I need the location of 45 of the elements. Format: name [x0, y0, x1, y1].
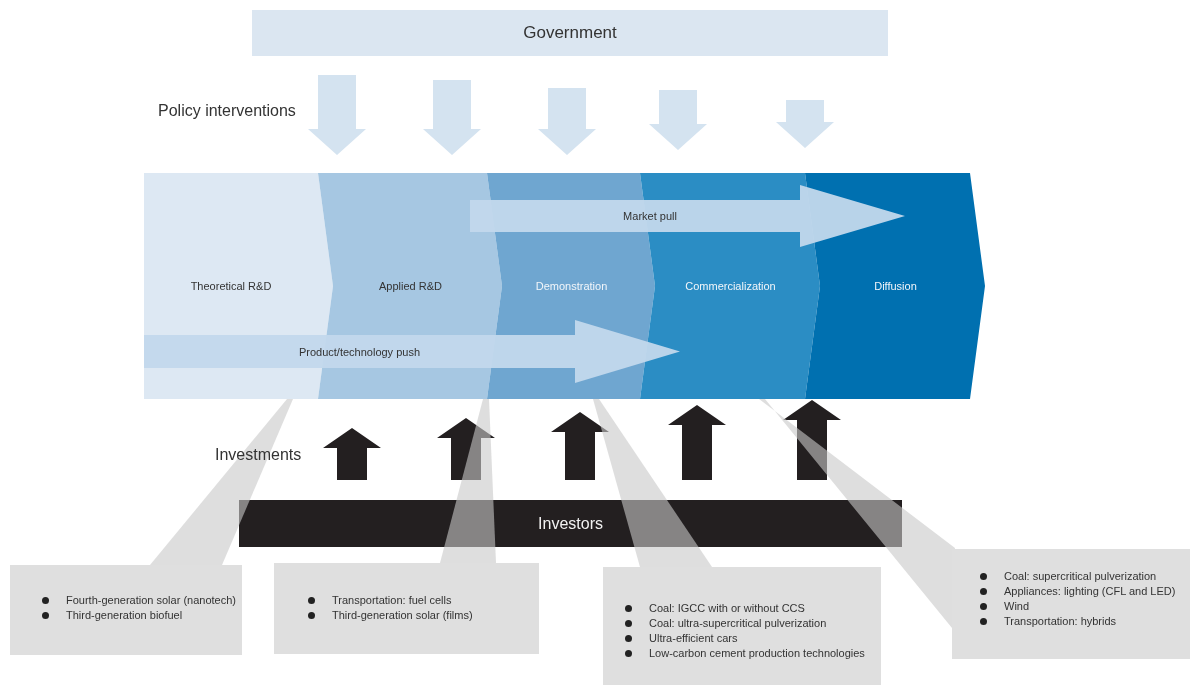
pointed-banner [144, 320, 680, 383]
pointed-banner [470, 185, 905, 247]
bullet-item: Ultra-efficient cars [621, 631, 865, 646]
block-arrow [308, 75, 366, 155]
stage-label: Applied R&D [379, 280, 442, 292]
bullet-item: Coal: ultra-supercritical pulverization [621, 616, 865, 631]
block-arrow [437, 418, 495, 480]
block-arrow [423, 80, 481, 155]
stage-label: Diffusion [874, 280, 917, 292]
block-arrow [783, 400, 841, 480]
banner [252, 10, 888, 56]
callout-box [603, 567, 881, 685]
banner-title: Investors [538, 514, 603, 533]
leader-wedge [440, 399, 496, 563]
bullet-item: Transportation: fuel cells [304, 593, 473, 608]
banner [239, 500, 902, 547]
callout-box [274, 563, 539, 654]
stage-label: Demonstration [535, 280, 608, 292]
bullet-item: Wind [976, 599, 1176, 614]
bullet-item: Coal: supercritical pulverization [976, 569, 1176, 584]
bullet-item: Third-generation biofuel [38, 608, 236, 623]
bullet-item: Third-generation solar (films) [304, 608, 473, 623]
block-arrow [649, 90, 707, 150]
block-arrow [551, 412, 609, 480]
banner-label: Market pull [623, 210, 677, 222]
leader-wedge [759, 399, 955, 628]
block-arrow [538, 88, 596, 155]
bullet-item: Fourth-generation solar (nanotech) [38, 593, 236, 608]
bullet-item: Appliances: lighting (CFL and LED) [976, 584, 1176, 599]
leader-wedge [593, 399, 712, 567]
block-arrow [323, 428, 381, 480]
block-arrow [776, 100, 834, 148]
callout-box [952, 549, 1190, 659]
callout-box [10, 565, 242, 655]
bullet-item: Low-carbon cement production technologies [621, 646, 865, 661]
banner-title: Government [523, 23, 617, 43]
stage-label: Commercialization [685, 280, 776, 292]
stage-label: Theoretical R&D [190, 280, 272, 292]
bullet-item: Transportation: hybrids [976, 614, 1176, 629]
axis-label: Investments [215, 446, 302, 464]
axis-label: Policy interventions [158, 102, 296, 120]
banner-label: Product/technology push [298, 345, 421, 358]
block-arrow [668, 405, 726, 480]
leader-wedge [150, 399, 293, 565]
bullet-item: Coal: IGCC with or without CCS [621, 601, 865, 616]
